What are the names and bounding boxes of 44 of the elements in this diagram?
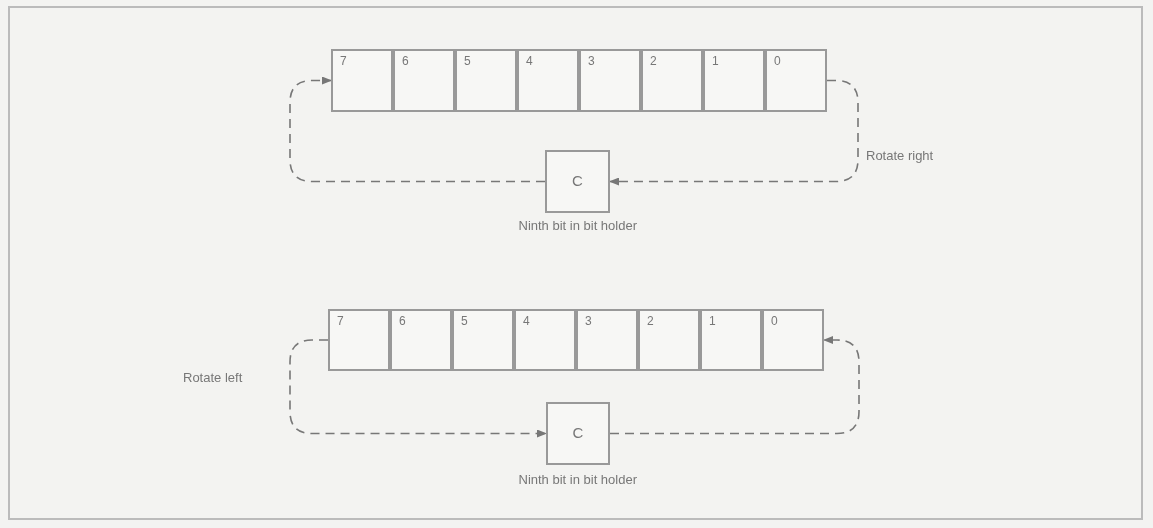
register-bit-box xyxy=(641,49,703,112)
bit-holder-box xyxy=(545,150,610,213)
bit-label: 1 xyxy=(712,54,719,68)
register-bit-box xyxy=(579,49,641,112)
register-bit-box xyxy=(576,309,638,371)
register-bit-box xyxy=(393,49,455,112)
bit-label: 6 xyxy=(402,54,409,68)
bit-label: 2 xyxy=(647,314,654,328)
bit-label: 1 xyxy=(709,314,716,328)
dashed-arrow xyxy=(289,76,546,183)
bit-label: 5 xyxy=(461,314,468,328)
dashed-arrow xyxy=(609,336,860,435)
rotate-label: Rotate right xyxy=(866,148,934,163)
bit-label: 0 xyxy=(774,54,781,68)
register-bit-box xyxy=(514,309,576,371)
bit-label: 0 xyxy=(771,314,778,328)
bit-label: 2 xyxy=(650,54,657,68)
bit-label: 4 xyxy=(526,54,533,68)
bit-label: C xyxy=(571,172,584,189)
bit-holder-box xyxy=(546,402,610,465)
register-bit-box xyxy=(452,309,514,371)
register-bit-box xyxy=(703,49,765,112)
register-bit-box xyxy=(390,309,452,371)
bit-label: 3 xyxy=(588,54,595,68)
register-bit-box xyxy=(638,309,700,371)
bit-label: 6 xyxy=(399,314,406,328)
register-bit-box xyxy=(331,49,393,112)
register-bit-box xyxy=(517,49,579,112)
register-bit-box xyxy=(765,49,827,112)
register-bit-box xyxy=(762,309,824,371)
rotate-label: Rotate left xyxy=(183,370,243,385)
bit-label: 5 xyxy=(464,54,471,68)
bit-label: C xyxy=(571,424,585,441)
register-bit-box xyxy=(455,49,517,112)
bit-label: 7 xyxy=(337,314,344,328)
node-label: Ninth bit in bit holder xyxy=(518,472,637,487)
register-bit-box xyxy=(328,309,390,371)
node-label: Ninth bit in bit holder xyxy=(518,218,637,233)
register-bit-box xyxy=(700,309,762,371)
bit-label: 3 xyxy=(585,314,592,328)
bit-label: 7 xyxy=(340,54,347,68)
bit-label: 4 xyxy=(523,314,530,328)
dashed-arrow xyxy=(289,339,547,438)
dashed-arrow xyxy=(609,79,859,186)
